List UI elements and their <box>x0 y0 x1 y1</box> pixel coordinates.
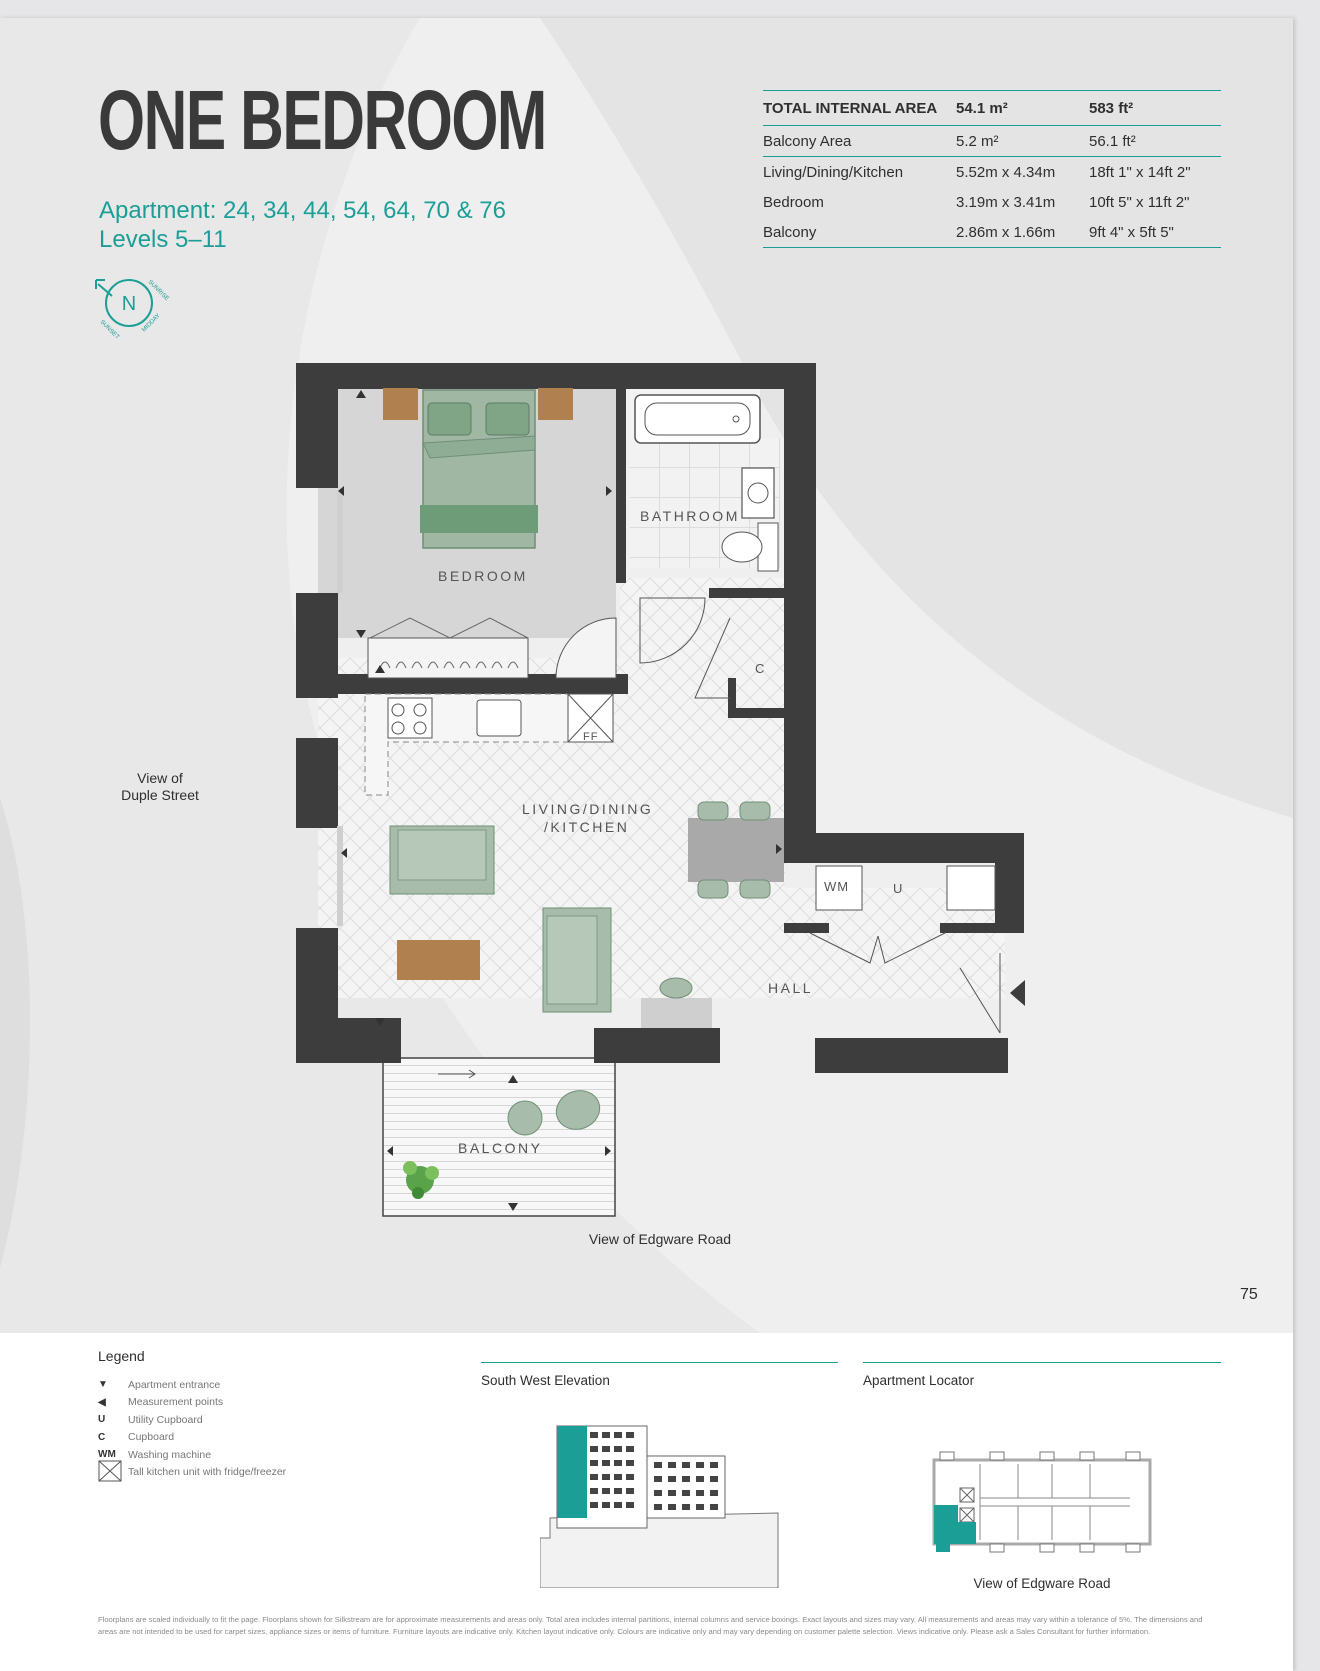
apartment-numbers: Apartment: 24, 34, 44, 54, 64, 70 & 76 <box>99 197 506 224</box>
area-row: Bedroom 3.19m x 3.41m 10ft 5" x 11ft 2" <box>763 193 1190 211</box>
legend-item: ▼Apartment entrance <box>98 1378 221 1391</box>
bedside-table <box>383 388 418 420</box>
chair <box>739 801 771 821</box>
chair <box>739 879 771 899</box>
wm-label: WM <box>824 879 849 894</box>
legend-item: ◀Measurement points <box>98 1396 224 1409</box>
bedside-table <box>538 388 573 420</box>
entrance-door <box>959 953 1001 1034</box>
chair <box>697 801 729 821</box>
coffee-table <box>397 940 480 980</box>
living-label-2: /KITCHEN <box>544 819 629 835</box>
balcony-label: BALCONY <box>458 1140 542 1156</box>
locator-title: Apartment Locator <box>863 1362 1221 1388</box>
hangers <box>369 617 529 669</box>
elevation-title: South West Elevation <box>481 1362 838 1388</box>
dining-table <box>688 818 784 882</box>
total-area-row: TOTAL INTERNAL AREA 54.1 m² 583 ft² <box>763 90 1221 126</box>
entrance-arrow-icon <box>1010 980 1025 1006</box>
bathroom-label: BATHROOM <box>640 508 740 524</box>
pillow <box>427 402 472 436</box>
area-row: Balcony Area 5.2 m² 56.1 ft² <box>763 125 1221 157</box>
area-table: TOTAL INTERNAL AREA 54.1 m² 583 ft² Balc… <box>763 90 1221 248</box>
balcony-table <box>507 1100 543 1136</box>
fridge-freezer-icon <box>98 1460 128 1485</box>
svg-text:N: N <box>122 293 136 315</box>
view-edgware-road: View of Edgware Road <box>588 1231 732 1247</box>
floor-plan: FF WM U <box>296 363 1025 1217</box>
bedroom-label: BEDROOM <box>438 568 528 584</box>
hall-floor <box>620 578 785 998</box>
balcony-chair <box>555 1090 601 1130</box>
area-row: Living/Dining/Kitchen 5.52m x 4.34m 18ft… <box>763 163 1191 181</box>
measurement-points <box>338 390 782 1211</box>
disclaimer: Floorplans are scaled individually to fi… <box>98 1615 1203 1636</box>
legend-item: Tall kitchen unit with fridge/freezer <box>98 1460 286 1482</box>
utility-label: U <box>893 881 902 896</box>
bed-runner <box>420 505 538 533</box>
walls <box>296 363 1024 1073</box>
utility-unit <box>946 865 996 911</box>
legend-title: Legend <box>98 1348 145 1364</box>
desk-chair <box>659 977 693 999</box>
sink <box>476 699 522 737</box>
apartment-info: Apartment: 24, 34, 44, 54, 64, 70 & 76 L… <box>99 196 506 254</box>
page-number: 75 <box>1240 1286 1258 1303</box>
plant-icon <box>403 1161 439 1199</box>
desk <box>641 998 712 1028</box>
legend: ▼Apartment entrance ◀Measurement points … <box>98 1376 286 1482</box>
area-row: Balcony 2.86m x 1.66m 9ft 4" x 5ft 5" <box>763 217 1221 248</box>
pillow <box>485 402 530 436</box>
toilet <box>721 531 763 563</box>
elevation-diagram <box>540 1425 779 1588</box>
locator-diagram <box>932 1451 1152 1553</box>
basin <box>741 467 775 519</box>
bathroom-door <box>639 597 706 664</box>
hob <box>387 697 433 739</box>
ff-label: FF <box>583 731 598 743</box>
cupboard-label: C <box>755 661 764 676</box>
living-label-1: LIVING/DINING <box>522 801 653 817</box>
page-title: ONE BEDROOM <box>98 73 547 167</box>
chair <box>697 879 729 899</box>
levels: Levels 5–11 <box>99 226 227 253</box>
bedroom-door <box>555 617 617 679</box>
wardrobe <box>367 637 529 679</box>
cupboard-door <box>694 617 731 699</box>
locator-view-label: View of Edgware Road <box>973 1576 1111 1591</box>
view-duple-street: View of Duple Street <box>121 770 199 803</box>
brochure-page: ONE BEDROOM Apartment: 24, 34, 44, 54, 6… <box>0 18 1293 1671</box>
hall-label: HALL <box>768 980 813 996</box>
washing-machine <box>815 865 863 911</box>
utility-doors <box>809 932 946 964</box>
compass-icon: N SUNRISE MIDDAY SUNSET <box>95 279 170 341</box>
